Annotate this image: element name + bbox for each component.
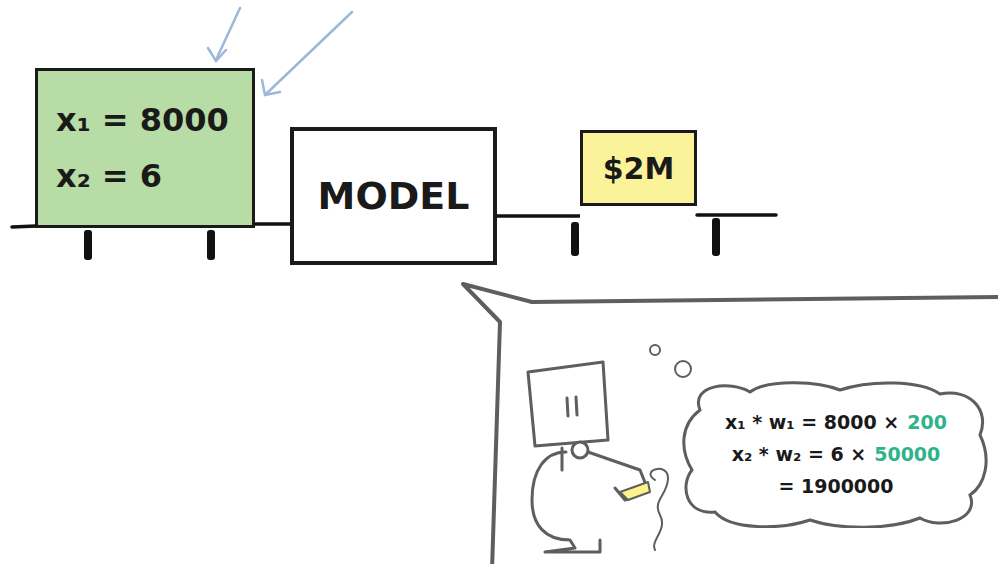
node-text: x₁ = 8000: [56, 101, 229, 139]
node-text: x₂ = 6: [56, 157, 162, 195]
text-row: x₂ = 6: [56, 157, 162, 195]
text-row: MODEL: [318, 174, 470, 218]
prediction-box: $2M: [580, 130, 697, 206]
node-text: MODEL: [318, 174, 470, 218]
node-text: = 1900000: [778, 475, 893, 497]
node-text: x₂ * w₂ = 6 ×: [732, 443, 867, 465]
text-row: x₂ * w₂ = 6 × 50000: [732, 443, 941, 465]
thought-cloud: x₁ * w₁ = 8000 × 200 x₂ * w₂ = 6 × 50000 = 1…: [680, 380, 992, 528]
connector-line: [255, 222, 290, 226]
text-row: x₁ * w₁ = 8000 × 200: [725, 411, 947, 433]
text-row: x₁ = 8000: [56, 101, 229, 139]
weight-value: 50000: [874, 443, 940, 465]
speech-bubble: [463, 284, 998, 564]
text-row: = 1900000: [778, 475, 893, 497]
text-row: $2M: [603, 151, 675, 186]
thought-dots: [650, 345, 691, 377]
node-text: $2M: [603, 151, 675, 186]
conveyor-connector: [255, 224, 290, 225]
node-text: x₁ * w₁ = 8000 ×: [725, 411, 899, 433]
input-features-box: x₁ = 8000 x₂ = 6: [35, 68, 255, 228]
weight-value: 200: [907, 411, 947, 433]
model-box: MODEL: [290, 127, 497, 265]
conveyor-connector: [497, 216, 580, 217]
connector-line: [497, 214, 580, 218]
robot: [528, 362, 668, 552]
